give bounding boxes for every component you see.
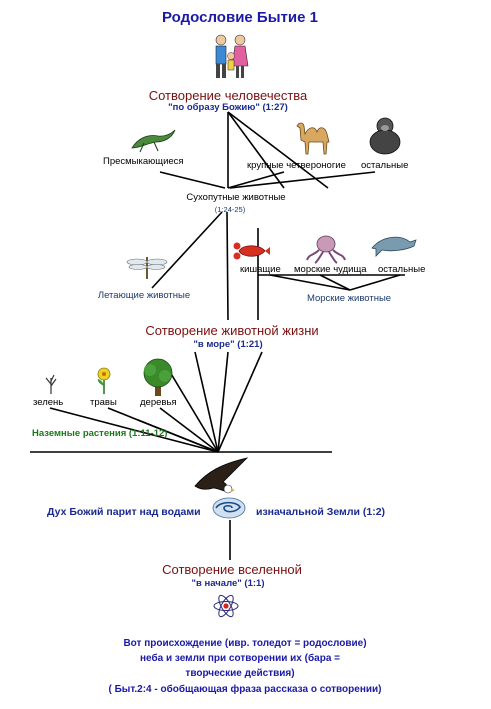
eagle-icon (194, 457, 249, 494)
page-title: Родословие Бытие 1 (162, 9, 318, 26)
octopus-icon (306, 235, 346, 264)
plants-label: Наземные растения (1:11-12) (32, 428, 168, 439)
reptiles-label: Пресмыкающиеся (103, 156, 184, 167)
quadrupeds-label: крупные четвероногие (247, 160, 346, 171)
swirl-icon (212, 497, 246, 519)
atom-icon (213, 594, 239, 618)
land-animals-label: Сухопутные животные (186, 192, 286, 203)
sprout-icon (45, 374, 57, 394)
sea-animals-label: Морские животные (306, 293, 392, 304)
humanity-label: Сотворение человечества (148, 88, 308, 103)
sea-monsters-label: морские чудища (294, 264, 367, 275)
spirit-left-label: Дух Божий парит над водами (47, 506, 201, 518)
universe-sub: "в начале" (1:1) (191, 578, 265, 589)
animal-life-label: Сотворение животной жизни (145, 323, 319, 338)
universe-label: Сотворение вселенной (162, 562, 302, 577)
sea-others-label: остальные (378, 264, 426, 275)
lizard-icon (131, 129, 176, 153)
land-animals-ref: (1:24-25) (214, 205, 246, 214)
flower-icon (97, 367, 111, 394)
grass-label: травы (90, 397, 117, 408)
animal-life-sub: "в море" (1:21) (193, 339, 263, 350)
footer-line-3: творческие действия) (185, 668, 295, 679)
gorilla-icon (369, 117, 401, 155)
lobster-icon (233, 242, 270, 260)
swarming-label: кишащие (240, 264, 281, 275)
footer-line-4: ( Быт.2:4 - обобщающая фраза рассказа о … (108, 684, 382, 695)
dragonfly-icon (126, 257, 168, 279)
flying-animals-label: Летающие животные (97, 290, 191, 301)
trees-label: деревья (140, 397, 177, 408)
land-others-label: остальные (361, 160, 409, 171)
greens-label: зелень (33, 397, 64, 408)
footer-line-1: Вот происхождение (ивр. толедот = родосл… (123, 638, 367, 649)
family-icon (215, 34, 249, 78)
dolphin-icon (371, 236, 417, 257)
tree-icon (143, 358, 173, 396)
spirit-right-label: изначальной Земли (1:2) (256, 506, 386, 518)
footer-line-2: неба и земли при сотворении их (бара = (140, 653, 340, 664)
camel-icon (296, 122, 330, 155)
humanity-sub: "по образу Божию" (1:27) (168, 102, 288, 113)
